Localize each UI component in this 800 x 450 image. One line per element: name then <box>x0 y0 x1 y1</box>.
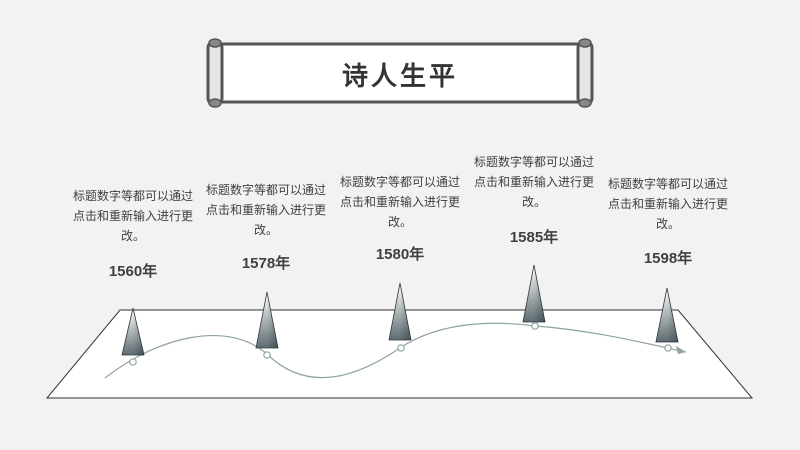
event-year-5: 1598年 <box>643 250 693 267</box>
event-description-1: 标题数字等都可以通过点击和重新输入进行更改。 <box>72 189 193 243</box>
title-scroll-banner <box>206 38 594 108</box>
event-year-2: 1578年 <box>241 255 291 272</box>
timeline-cone-shade-5 <box>667 288 678 342</box>
event-year-4: 1585年 <box>509 229 559 246</box>
event-description-5: 标题数字等都可以通过点击和重新输入进行更改。 <box>607 177 728 231</box>
timeline-curve-point-5 <box>664 344 672 352</box>
timeline-curve-point-3 <box>397 344 405 352</box>
timeline-cone-shade-3 <box>400 283 411 340</box>
timeline-cone-shade-4 <box>534 265 545 322</box>
page-title: 诗人生平 <box>341 61 458 92</box>
timeline-curve-point-2 <box>263 351 271 359</box>
ground-plane <box>45 309 754 399</box>
timeline-arrowhead-icon <box>676 346 686 354</box>
event-year-1: 1560年 <box>108 263 158 280</box>
timeline-cone-shade-1 <box>133 308 144 355</box>
timeline-curve-point-4 <box>531 322 539 330</box>
timeline-curve-point-1 <box>129 358 137 366</box>
event-description-4: 标题数字等都可以通过点击和重新输入进行更改。 <box>473 155 594 209</box>
timeline-cone-shade-2 <box>267 292 278 348</box>
event-year-3: 1580年 <box>375 246 425 263</box>
event-description-2: 标题数字等都可以通过点击和重新输入进行更改。 <box>205 183 326 237</box>
event-description-3: 标题数字等都可以通过点击和重新输入进行更改。 <box>339 175 460 229</box>
